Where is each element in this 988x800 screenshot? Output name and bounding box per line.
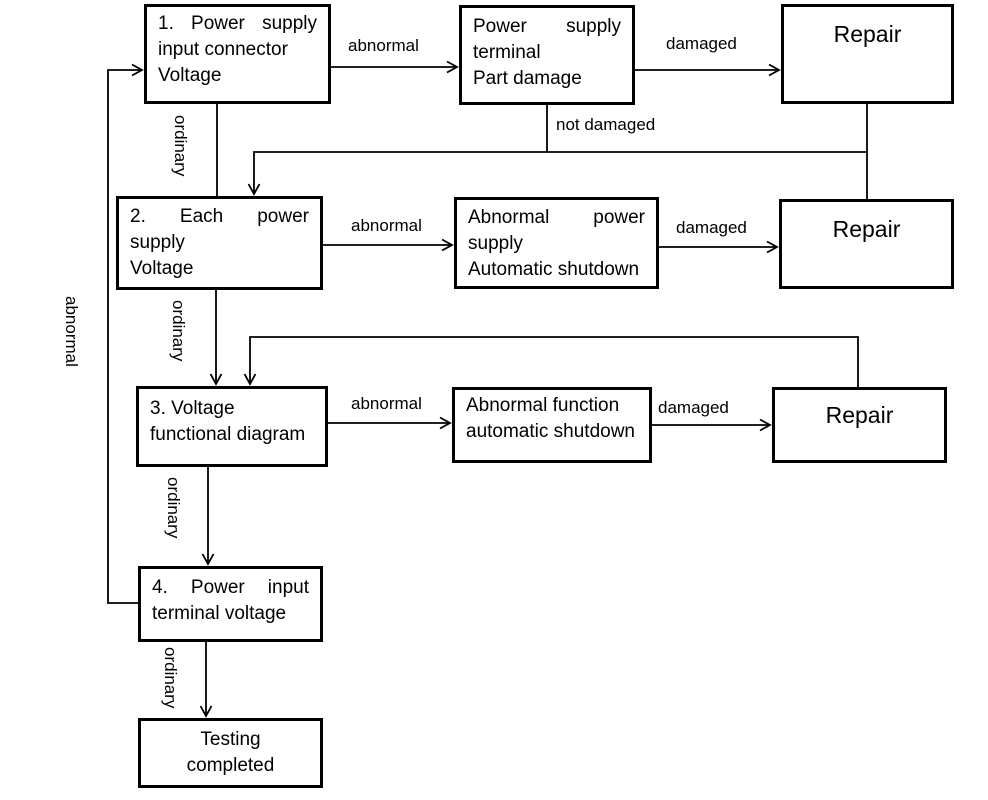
step2-box: 2. Each power supply Voltage <box>116 196 323 290</box>
testing-completed-box: Testing completed <box>138 718 323 788</box>
step4-line: terminal voltage <box>152 603 287 624</box>
abnormal-supply-line: Automatic shutdown <box>468 259 640 280</box>
step1-line: Voltage <box>158 65 222 86</box>
edge-label-not-damaged: not damaged <box>556 115 656 134</box>
edge-label-ordinary-3: ordinary <box>164 477 183 539</box>
step1-line: 1. Power supply <box>158 13 317 34</box>
testing-completed-line: completed <box>186 755 275 776</box>
edge-abnormal-feedback-to-step1 <box>107 63 144 604</box>
step3-line: 3. Voltage <box>150 398 235 419</box>
abnormal-function-box: Abnormal function automatic shutdown <box>452 387 652 463</box>
repair2-label: Repair <box>832 216 901 242</box>
edge-label-damaged-2: damaged <box>676 218 747 237</box>
step3-box: 3. Voltage functional diagram <box>136 386 328 467</box>
terminal-damage-line: Part damage <box>473 68 582 89</box>
step1-box: 1. Power supply input connector Voltage <box>144 4 331 104</box>
abnormal-supply-line: supply <box>468 233 523 254</box>
edge-label-ordinary-1: ordinary <box>171 115 190 177</box>
repair2-box: Repair <box>779 199 954 289</box>
edge-label-damaged-1: damaged <box>666 34 737 53</box>
step4-box: 4. Power input terminal voltage <box>138 566 323 642</box>
edge-repair3-feedback-to-step3 <box>243 336 859 387</box>
edge-label-damaged-3: damaged <box>658 398 729 417</box>
edge-label-abnormal-1: abnormal <box>348 36 419 55</box>
edge-label-abnormal-3: abnormal <box>351 394 422 413</box>
edge-not-damaged-to-step2 <box>247 151 867 196</box>
terminal-damage-box: Power supply terminal Part damage <box>459 5 635 105</box>
edge-label-abnormal-2: abnormal <box>351 216 422 235</box>
abnormal-supply-box: Abnormal power supply Automatic shutdown <box>454 197 659 289</box>
repair3-box: Repair <box>772 387 947 463</box>
edge-label-abnormal-feedback: abnormal <box>62 296 81 367</box>
testing-completed-line: Testing <box>200 729 261 750</box>
step4-line: 4. Power input <box>152 577 309 598</box>
abnormal-supply-line: Abnormal power <box>468 207 645 228</box>
step2-line: 2. Each power <box>130 206 309 227</box>
edge-label-ordinary-2: ordinary <box>169 300 188 362</box>
step3-line: functional diagram <box>150 424 306 445</box>
repair3-label: Repair <box>825 402 894 428</box>
step2-line: Voltage <box>130 258 194 279</box>
step2-line: supply <box>130 232 185 253</box>
terminal-damage-line: Power supply <box>473 16 621 37</box>
abnormal-function-line: Abnormal function <box>466 395 620 416</box>
terminal-damage-line: terminal <box>473 42 541 63</box>
edge-label-ordinary-4: ordinary <box>161 647 180 709</box>
repair1-box: Repair <box>781 4 954 104</box>
abnormal-function-line: automatic shutdown <box>466 421 635 442</box>
step1-line: input connector <box>158 39 288 60</box>
repair1-label: Repair <box>833 21 902 47</box>
